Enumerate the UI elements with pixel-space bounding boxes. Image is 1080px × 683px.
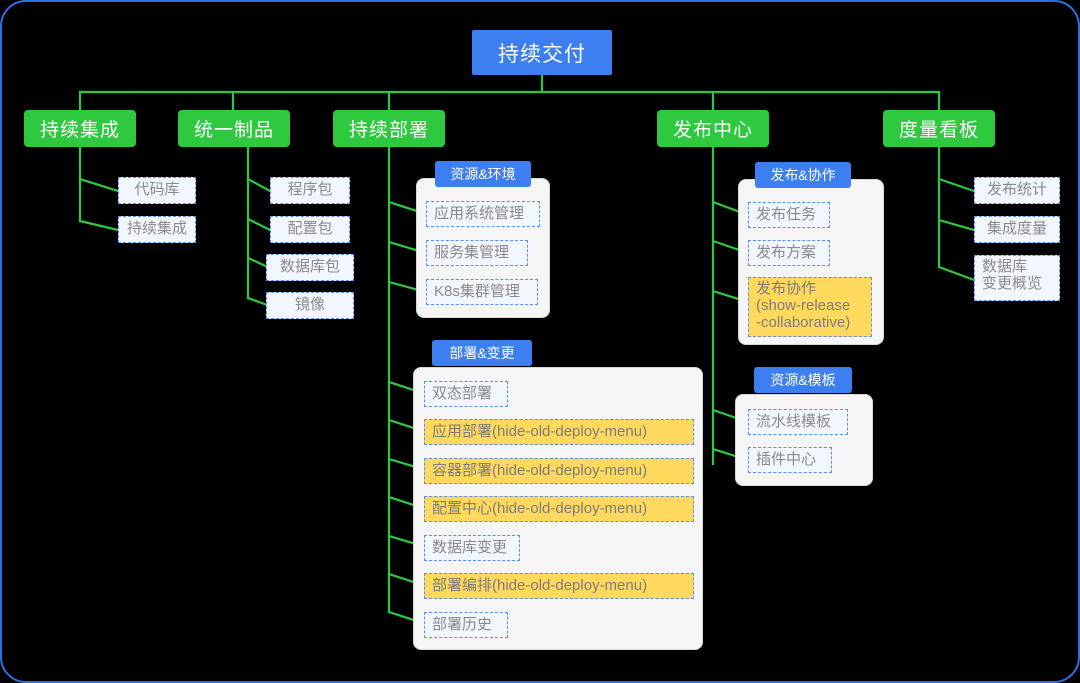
root-node-continuous-delivery[interactable]: 持续交付 — [472, 30, 612, 75]
leaf-dual-mode-deploy[interactable]: 双态部署 — [424, 381, 508, 407]
branch-node-continuous-deployment[interactable]: 持续部署 — [333, 110, 445, 147]
branch-node-continuous-integration[interactable]: 持续集成 — [24, 110, 136, 147]
leaf-config-center[interactable]: 配置中心(hide-old-deploy-menu) — [424, 496, 694, 522]
group-tag-release-collaboration[interactable]: 发布&协作 — [755, 162, 851, 188]
group-tag-deploy-change[interactable]: 部署&变更 — [432, 340, 532, 366]
leaf-release-task[interactable]: 发布任务 — [748, 202, 830, 228]
leaf-release-plan[interactable]: 发布方案 — [748, 240, 830, 266]
leaf-integration-metrics[interactable]: 集成度量 — [974, 216, 1060, 243]
leaf-pipeline-template[interactable]: 流水线模板 — [748, 409, 848, 435]
group-tag-resource-template[interactable]: 资源&模板 — [754, 367, 852, 393]
leaf-k8s-cluster-management[interactable]: K8s集群管理 — [426, 279, 538, 305]
leaf-container-deploy[interactable]: 容器部署(hide-old-deploy-menu) — [424, 458, 694, 484]
branch-node-metrics-dashboard[interactable]: 度量看板 — [883, 110, 995, 147]
group-tag-resource-environment[interactable]: 资源&环境 — [435, 161, 531, 187]
leaf-application-package[interactable]: 程序包 — [270, 177, 350, 204]
leaf-image[interactable]: 镜像 — [266, 292, 354, 319]
branch-node-unified-artifact[interactable]: 统一制品 — [178, 110, 290, 147]
leaf-deploy-orchestration[interactable]: 部署编排(hide-old-deploy-menu) — [424, 573, 694, 599]
leaf-release-statistics[interactable]: 发布统计 — [974, 177, 1060, 204]
leaf-application-deploy[interactable]: 应用部署(hide-old-deploy-menu) — [424, 419, 694, 445]
leaf-database-package[interactable]: 数据库包 — [266, 254, 354, 281]
leaf-deploy-history[interactable]: 部署历史 — [424, 612, 508, 638]
leaf-database-change[interactable]: 数据库变更 — [424, 535, 520, 561]
leaf-release-collaboration[interactable]: 发布协作(show-release-collaborative) — [748, 277, 872, 337]
leaf-code-repository[interactable]: 代码库 — [118, 177, 196, 204]
leaf-plugin-center[interactable]: 插件中心 — [748, 447, 832, 473]
leaf-application-system-management[interactable]: 应用系统管理 — [426, 201, 540, 227]
branch-node-release-center[interactable]: 发布中心 — [657, 110, 769, 147]
leaf-config-package[interactable]: 配置包 — [270, 216, 350, 243]
leaf-database-change-overview[interactable]: 数据库变更概览 — [974, 255, 1060, 301]
leaf-continuous-integration[interactable]: 持续集成 — [118, 216, 196, 243]
leaf-service-cluster-management[interactable]: 服务集管理 — [426, 240, 528, 266]
